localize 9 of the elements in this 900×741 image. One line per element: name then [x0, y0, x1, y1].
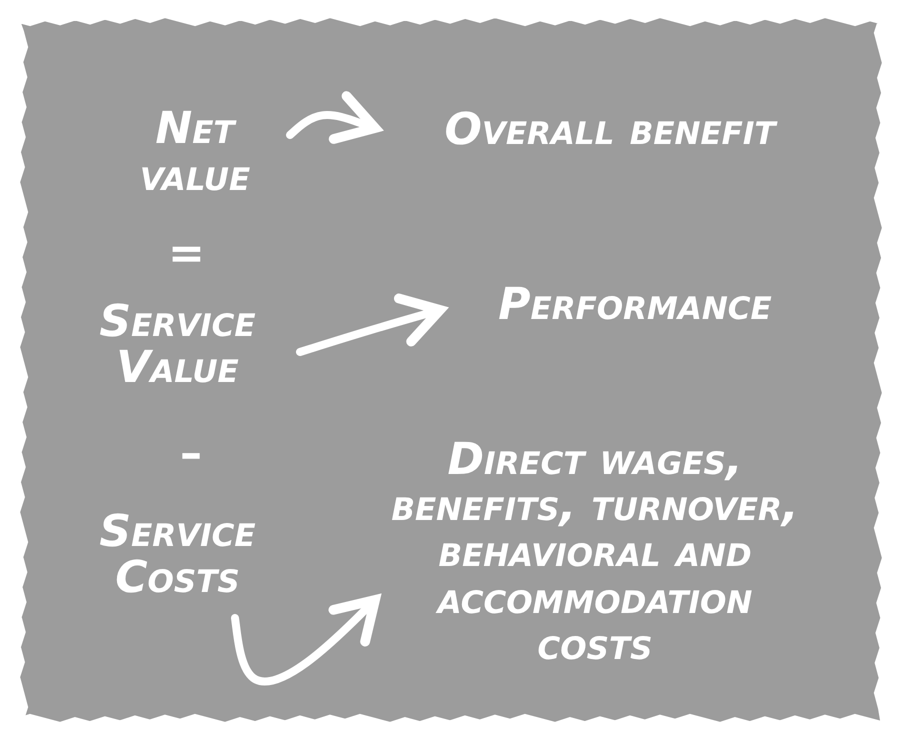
- handwritten-text: Performance: [498, 282, 772, 328]
- operator-sign: –: [180, 432, 202, 476]
- arrow: [231, 595, 380, 686]
- handwritten-text: Net value: [138, 106, 252, 199]
- handwritten-text: Direct wages, benefits, turnover, behavioral and accommodation costs: [390, 437, 800, 668]
- handwritten-text: Overall benefit: [444, 106, 776, 154]
- handwritten-text: Service Costs: [98, 508, 257, 602]
- operator-sign: =: [168, 232, 205, 276]
- handwritten-text: Service Value: [98, 298, 257, 392]
